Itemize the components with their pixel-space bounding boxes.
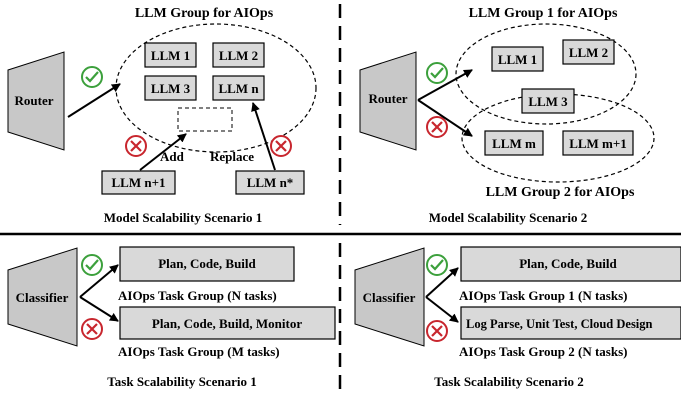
replace-llm-label: LLM n*	[247, 175, 294, 190]
task-group-label: AIOps Task Group (M tasks)	[118, 344, 280, 359]
classifier-shape	[7, 247, 78, 347]
model-scalability-scenario-2: LLM Group 1 for AIOps Router LLM 1 LLM 2…	[359, 6, 655, 225]
add-label: Add	[160, 149, 185, 164]
llm-label: LLM 1	[498, 52, 537, 67]
check-circle-icon	[426, 62, 448, 84]
llm-box	[144, 42, 197, 68]
task-group-label: AIOps Task Group (N tasks)	[118, 288, 277, 303]
router-arrow-group2	[417, 99, 473, 137]
task-group-label: AIOps Task Group 2 (N tasks)	[459, 344, 627, 359]
scenario-caption: Model Scalability Scenario 2	[429, 210, 588, 225]
classifier-shape	[354, 247, 425, 347]
llm-box	[521, 88, 575, 114]
router-shape	[359, 51, 417, 151]
task-label: Log Parse, Unit Test, Cloud Design	[466, 317, 653, 331]
scenario-caption: Model Scalability Scenario 1	[104, 210, 263, 225]
group1-title: LLM Group 1 for AIOps	[469, 6, 618, 21]
llm-label: LLM n	[218, 81, 259, 96]
check-circle-icon	[426, 254, 448, 276]
llm-label: LLM 2	[569, 45, 608, 60]
task-box	[460, 306, 681, 340]
scenario-caption: Task Scalability Scenario 2	[434, 374, 583, 389]
classifier-label: Classifier	[363, 290, 416, 305]
classifier-arrow-bottom	[79, 296, 119, 322]
check-circle-icon	[81, 66, 103, 88]
classifier-arrow-bottom	[425, 296, 459, 323]
task-label: Plan, Code, Build	[519, 256, 617, 271]
add-arrow	[139, 133, 187, 171]
router-arrow-group1	[417, 69, 473, 101]
group2-title: LLM Group 2 for AIOps	[486, 185, 635, 200]
llm-label: LLM m+1	[569, 136, 627, 151]
cross-circle-icon	[125, 135, 147, 157]
task-box	[460, 246, 681, 282]
llm-label: LLM 3	[151, 81, 191, 96]
llm-box	[484, 130, 544, 156]
task-scalability-scenario-2: Classifier Plan, Code, Build AIOps Task …	[354, 246, 681, 389]
scenario-caption: Task Scalability Scenario 1	[107, 374, 256, 389]
task-box	[119, 306, 336, 340]
router-shape	[7, 51, 65, 151]
task-label: Plan, Code, Build, Monitor	[152, 316, 302, 331]
cross-circle-icon	[426, 320, 448, 342]
replace-llm-box	[235, 170, 305, 195]
router-label: Router	[369, 91, 408, 106]
llm-box	[212, 42, 265, 68]
replace-label: Replace	[210, 149, 254, 164]
task-box	[119, 246, 295, 282]
check-circle-icon	[81, 254, 103, 276]
llm-box	[212, 75, 265, 101]
task-group-label: AIOps Task Group 1 (N tasks)	[459, 288, 627, 303]
classifier-label: Classifier	[16, 290, 69, 305]
llm-label: LLM m	[492, 136, 536, 151]
task-label: Plan, Code, Build	[158, 256, 256, 271]
llm-label: LLM 3	[528, 94, 568, 109]
llm-box	[562, 39, 615, 65]
llm-group1-ellipse	[455, 23, 637, 125]
new-llm-box	[101, 170, 176, 195]
classifier-arrow-top	[425, 267, 459, 298]
cross-circle-icon	[270, 135, 292, 157]
cross-circle-icon	[426, 116, 448, 138]
llm-box	[562, 130, 634, 156]
router-label: Router	[15, 93, 54, 108]
llm-label: LLM 1	[151, 48, 190, 63]
llm-group2-ellipse	[461, 93, 655, 183]
group-title: LLM Group for AIOps	[135, 6, 274, 21]
llm-label: LLM 2	[219, 48, 258, 63]
new-llm-label: LLM n+1	[112, 175, 166, 190]
classifier-arrow-top	[79, 264, 119, 298]
llm-box	[491, 46, 544, 72]
empty-slot	[177, 107, 233, 132]
replace-arrow	[251, 102, 276, 171]
cross-circle-icon	[81, 318, 103, 340]
router-arrow	[67, 83, 121, 118]
model-scalability-scenario-1: LLM Group for AIOps Router LLM 1 LLM 2 L…	[7, 6, 317, 225]
llm-box	[144, 75, 197, 101]
task-scalability-scenario-1: Classifier Plan, Code, Build AIOps Task …	[7, 246, 336, 389]
